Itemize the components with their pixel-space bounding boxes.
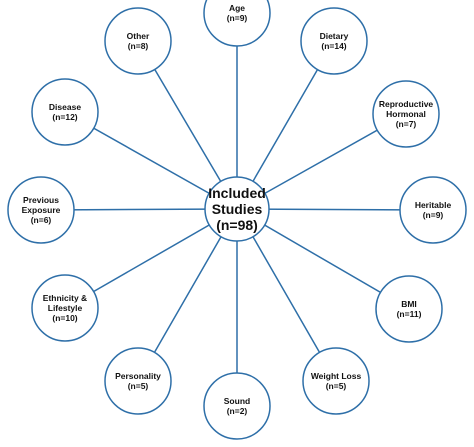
nodes-layer: Age(n=9)Dietary(n=14)ReproductiveHormona… (7, 0, 467, 440)
center-label: Studies (212, 201, 263, 217)
node-bmi: BMI(n=11) (375, 275, 443, 343)
node-label: Ethnicity & (43, 293, 87, 303)
node-circle (203, 0, 271, 47)
node-label: BMI (401, 299, 417, 309)
node-other: Other(n=8) (104, 7, 172, 75)
center-circle (204, 176, 270, 242)
node-circle (104, 347, 172, 415)
node-label: (n=6) (31, 215, 52, 225)
node-label: (n=9) (227, 13, 248, 23)
node-label: Previous (23, 195, 59, 205)
node-circle (302, 347, 370, 415)
node-circle (300, 7, 368, 75)
node-label: (n=11) (397, 309, 422, 319)
node-label: Dietary (320, 31, 349, 41)
node-label: Lifestyle (48, 303, 83, 313)
node-label: (n=10) (52, 313, 77, 323)
node-label: (n=14) (321, 41, 346, 51)
node-heritable: Heritable(n=9) (399, 176, 467, 244)
node-label: Disease (49, 102, 81, 112)
node-sound: Sound(n=2) (203, 372, 271, 440)
node-label: (n=5) (128, 381, 149, 391)
node-label: (n=9) (423, 210, 444, 220)
node-circle (375, 275, 443, 343)
node-label: Exposure (22, 205, 61, 215)
node-label: Weight Loss (311, 371, 362, 381)
node-label: Personality (115, 371, 161, 381)
node-age: Age(n=9) (203, 0, 271, 47)
center-label: Included (208, 185, 266, 201)
node-label: Reproductive (379, 99, 434, 109)
node-circle (104, 7, 172, 75)
node-circle (399, 176, 467, 244)
node-label: Heritable (415, 200, 452, 210)
node-label: Sound (224, 396, 250, 406)
node-label: Hormonal (386, 109, 426, 119)
node-label: Other (127, 31, 150, 41)
node-label: (n=7) (396, 119, 417, 129)
node-disease: Disease(n=12) (31, 78, 99, 146)
node-label: (n=8) (128, 41, 149, 51)
node-label: Age (229, 3, 245, 13)
node-label: (n=2) (227, 406, 248, 416)
node-label: (n=5) (326, 381, 347, 391)
node-circle (372, 80, 440, 148)
node-personality: Personality(n=5) (104, 347, 172, 415)
node-dietary: Dietary(n=14) (300, 7, 368, 75)
node-circle (31, 78, 99, 146)
node-label: (n=12) (52, 112, 77, 122)
node-circle (203, 372, 271, 440)
node-circle (31, 274, 99, 342)
node-weight-loss: Weight Loss(n=5) (302, 347, 370, 415)
node-ethnicity-lifestyle: Ethnicity &Lifestyle(n=10) (31, 274, 99, 342)
node-circle (7, 176, 75, 244)
center-label: (n=98) (216, 217, 258, 233)
